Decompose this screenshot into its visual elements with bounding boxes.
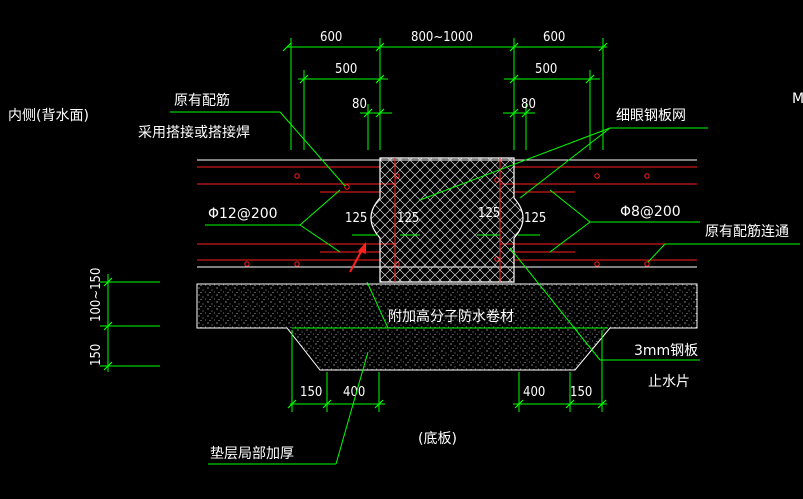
label-fine-mesh: 细眼钢板网 — [616, 108, 686, 124]
left-dimensions: 100~150 150 — [89, 268, 160, 372]
dim-150-vertical: 150 — [89, 344, 104, 366]
label-phi8: Φ8@200 — [620, 204, 681, 220]
dim-125-3: 125 — [478, 206, 500, 221]
concrete-slab — [196, 283, 698, 371]
dim-150-bottom-left: 150 — [300, 385, 322, 400]
dim-100-150: 100~150 — [89, 268, 104, 322]
label-edge-m: M — [792, 91, 803, 107]
label-waterstop: 止水片 — [648, 374, 690, 390]
dim-600-left: 600 — [320, 30, 342, 45]
dim-400-bottom-right: 400 — [523, 385, 545, 400]
dim-800-1000: 800~1000 — [411, 30, 473, 45]
label-phi12: Φ12@200 — [208, 206, 278, 222]
bottom-dimensions: 150 400 400 150 — [287, 330, 607, 412]
dim-600-right: 600 — [543, 30, 565, 45]
joint-hatch — [370, 157, 524, 283]
label-existing-rebar-cont: 原有配筋连通 — [705, 223, 789, 240]
dim-80-left: 80 — [352, 97, 367, 112]
top-dimensions: 600 800~1000 600 500 500 80 80 — [282, 30, 608, 150]
dim-500-right: 500 — [535, 62, 557, 77]
annotations: 内侧(背水面) 原有配筋 采用搭接或搭接焊 Φ12@200 细眼钢板网 Φ8@2… — [8, 91, 803, 462]
dim-150-bottom-right: 150 — [570, 385, 592, 400]
label-cushion: 垫层局部加厚 — [210, 446, 294, 462]
dim-125-1: 125 — [345, 211, 367, 226]
label-lap-note: 采用搭接或搭接焊 — [138, 124, 250, 141]
dim-80-right: 80 — [521, 97, 536, 112]
red-arrow-icon — [349, 242, 366, 273]
label-bottom-slab: (底板) — [418, 431, 457, 447]
label-membrane: 附加高分子防水卷材 — [388, 308, 514, 325]
dim-125-2: 125 — [397, 211, 419, 226]
label-steel-plate: 3mm钢板 — [634, 343, 698, 359]
label-existing-rebar: 原有配筋 — [174, 92, 230, 109]
dim-400-bottom-left: 400 — [343, 385, 365, 400]
dim-125-4: 125 — [524, 211, 546, 226]
leader-lines — [170, 111, 800, 465]
dim-500-left: 500 — [335, 62, 357, 77]
label-inner-side: 内侧(背水面) — [8, 108, 89, 124]
